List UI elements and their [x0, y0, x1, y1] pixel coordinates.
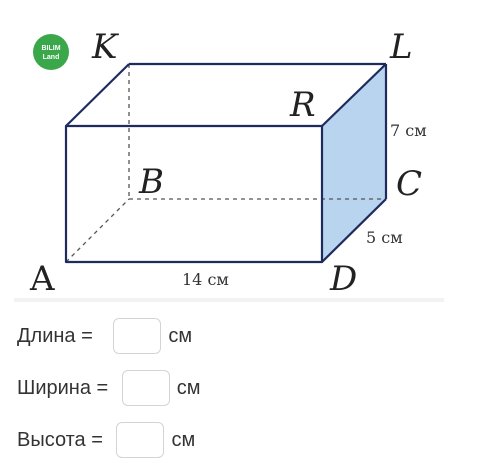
width-label: Ширина =	[17, 376, 114, 399]
vertex-label-r: R	[289, 85, 316, 125]
width-unit: см	[176, 376, 201, 399]
shaded-side-face	[322, 64, 386, 262]
length-label: Длина =	[17, 324, 99, 347]
logo-text-line2: Land	[43, 54, 60, 61]
cuboid-diagram: BILIM Land K L R B C A D 7 см 5 см 14 см	[29, 27, 427, 299]
width-row: Ширина = см	[17, 368, 201, 408]
height-unit: см	[171, 428, 196, 451]
vertex-label-d: D	[329, 259, 357, 299]
width-input[interactable]	[121, 370, 170, 406]
height-dimension-label: 7 см	[390, 121, 427, 140]
bilimland-logo: BILIM Land	[33, 34, 69, 70]
vertex-label-k: K	[91, 27, 120, 67]
width-dimension-label: 5 см	[366, 228, 403, 247]
height-input[interactable]	[116, 422, 165, 458]
vertex-label-a: A	[29, 259, 55, 299]
length-dimension-label: 14 см	[182, 270, 229, 289]
vertex-label-l: L	[389, 27, 413, 67]
hidden-edges	[65, 64, 386, 263]
logo-text-line1: BILIM	[41, 45, 60, 52]
divider	[14, 298, 444, 302]
length-row: Длина = см	[17, 316, 192, 356]
visible-edges	[64, 62, 388, 264]
vertex-label-c: C	[396, 164, 422, 204]
vertex-label-b: B	[138, 162, 164, 202]
length-unit: см	[168, 324, 193, 347]
height-label: Высота =	[17, 428, 109, 451]
height-row: Высота = см	[17, 420, 195, 460]
length-input[interactable]	[113, 318, 162, 354]
